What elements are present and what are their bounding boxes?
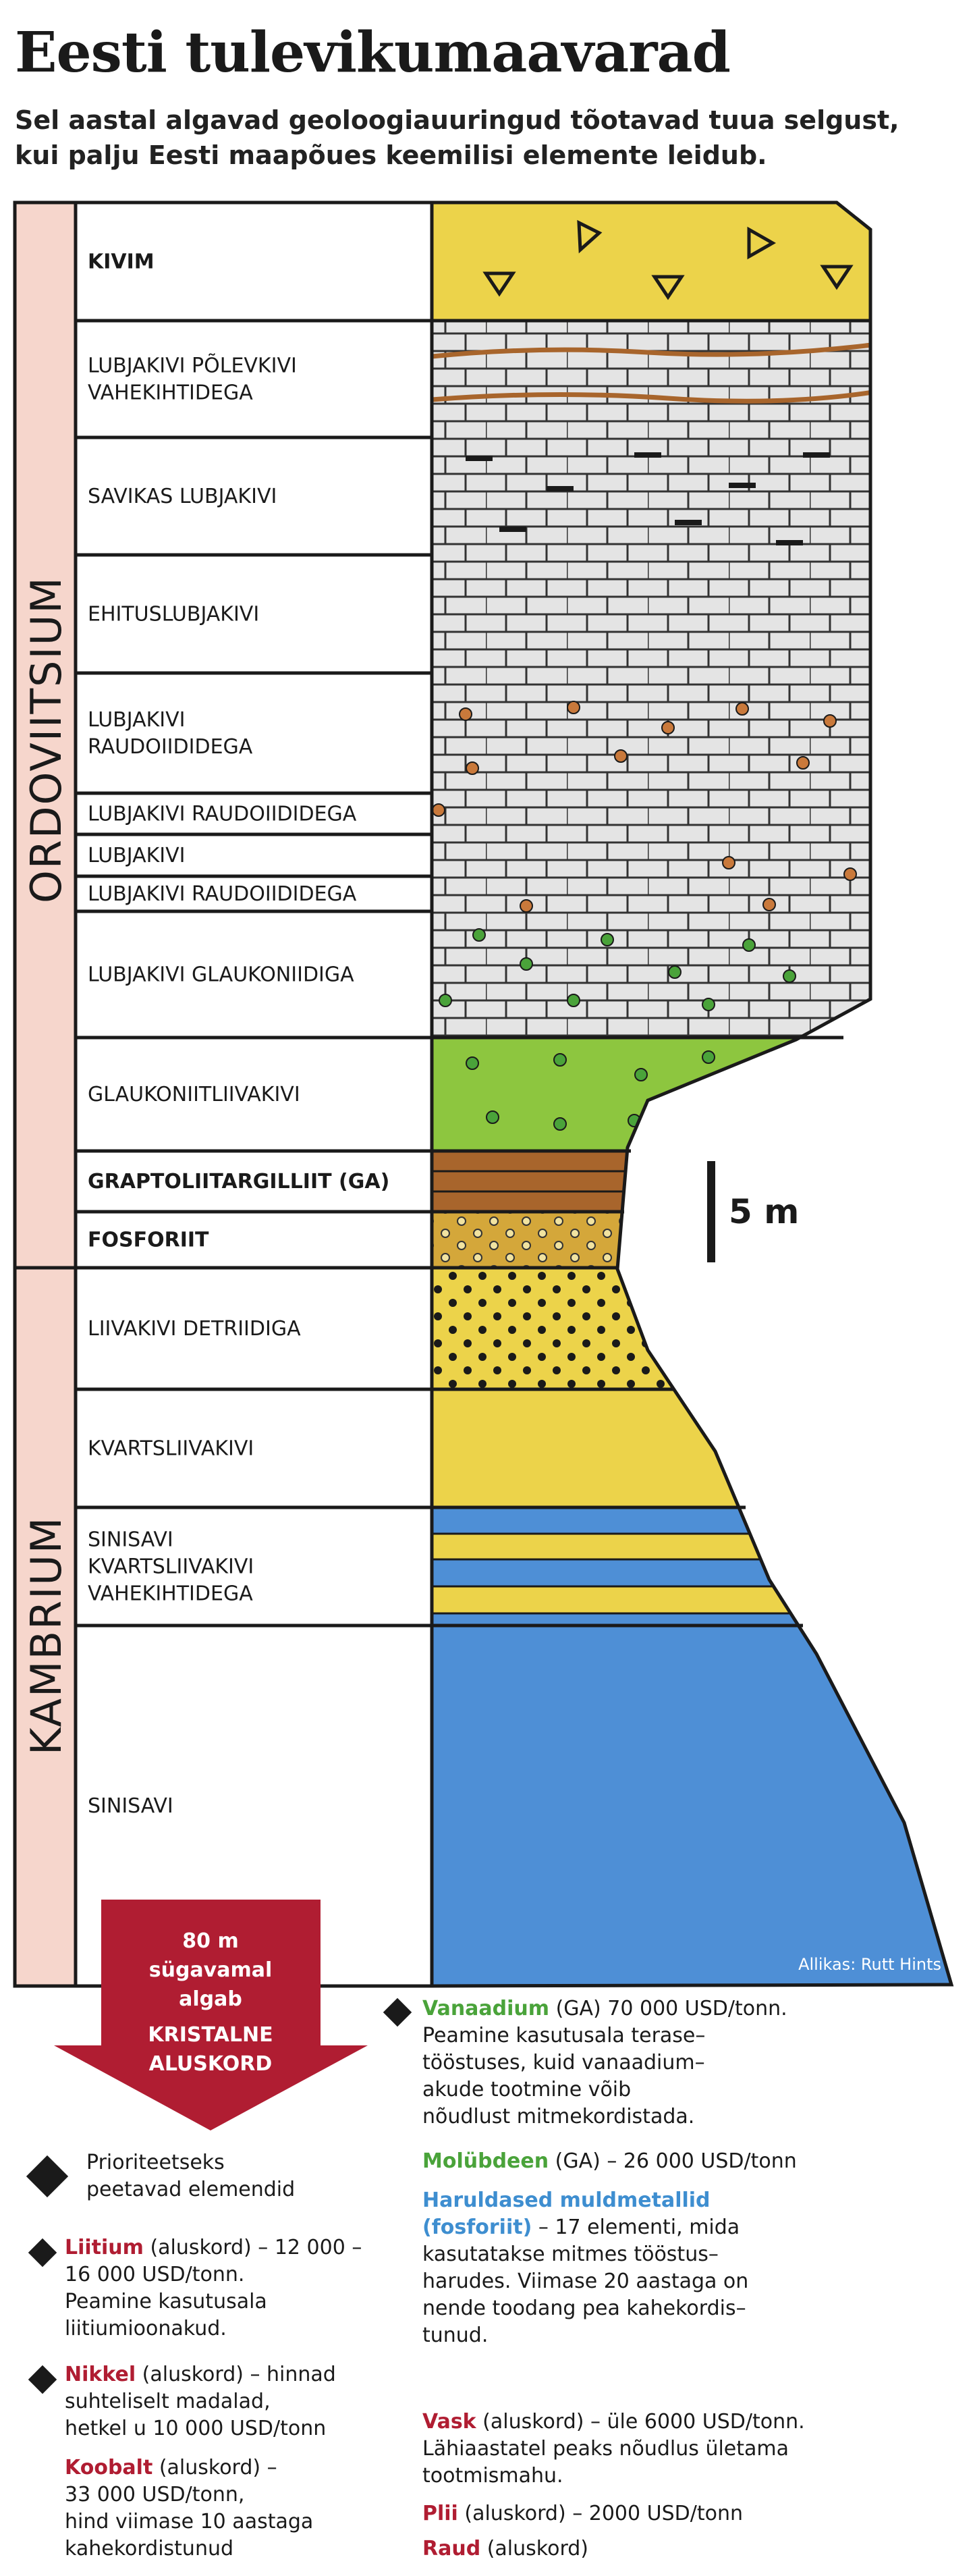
layer-fill-sinisavi bbox=[432, 1626, 951, 1986]
layer-fill-liivakivi-detriidiga bbox=[432, 1268, 951, 1389]
era-column-cambrian bbox=[13, 1266, 78, 1988]
era-label-cambrian: KAMBRIUM bbox=[22, 1516, 71, 1755]
layer-label: SINISAVI bbox=[88, 1528, 173, 1552]
arrow-line-1: 80 m bbox=[182, 1929, 238, 1953]
layer-label: GRAPTOLIITARGILLIIT (GA) bbox=[88, 1170, 389, 1193]
layer-label: LUBJAKIVI bbox=[88, 708, 186, 732]
layer-fill-kvartsliivakivi bbox=[432, 1389, 951, 1507]
strata-fills bbox=[432, 203, 951, 1986]
page-title: Eesti tulevikumaavarad bbox=[15, 20, 731, 85]
layer-label: LUBJAKIVI RAUDOIIDIDEGA bbox=[88, 882, 357, 906]
note-nikkel: Nikkel (aluskord) – hinnad suhteliselt m… bbox=[65, 2363, 336, 2440]
arrow-line-3: algab bbox=[179, 1987, 242, 2011]
note-raud: Raud (aluskord) bbox=[422, 2537, 589, 2560]
note-liitium: Liitium (aluskord) – 12 000 – 16 000 USD… bbox=[65, 2236, 362, 2340]
note-molybdeen: Molübdeen (GA) – 26 000 USD/tonn bbox=[422, 2149, 797, 2173]
layer-label: LUBJAKIVI PÕLEVKIVI bbox=[88, 353, 297, 378]
layer-fill-limestone bbox=[432, 321, 951, 1038]
layer-label: LUBJAKIVI RAUDOIIDIDEGA bbox=[88, 803, 357, 826]
layer-fill-graptoliitargilliit bbox=[432, 1151, 951, 1212]
layer-label: KIVIM bbox=[88, 250, 155, 274]
layer-fill-kivim bbox=[432, 203, 951, 321]
note-muldmetallid: Haruldased muldmetallid (fosforiit) – 17… bbox=[422, 2189, 749, 2347]
layer-label: LUBJAKIVI GLAUKONIIDIGA bbox=[88, 963, 354, 987]
column-outline bbox=[430, 200, 954, 1988]
layer-label: EHITUSLUBJAKIVI bbox=[88, 603, 259, 626]
note-vanaadium: Vanaadium (GA) 70 000 USD/tonn. Peamine … bbox=[422, 1997, 787, 2128]
layer-labels: KIVIM LUBJAKIVI PÕLEVKIVI VAHEKIHTIDEGA SAV… bbox=[88, 250, 389, 1819]
scale-label: 5 m bbox=[729, 1192, 799, 1231]
kristalne-aluskord-arrow: 80 m sügavamal algab KRISTALNE ALUSKORD bbox=[54, 1900, 368, 2130]
page-subtitle: Sel aastal algavad geoloogiauuringud tõo… bbox=[15, 105, 899, 170]
layer-label: GLAUKONIITLIIVAKIVI bbox=[88, 1083, 300, 1106]
note-koobalt: Koobalt (aluskord) – 33 000 USD/tonn, hi… bbox=[65, 2456, 314, 2560]
label-column bbox=[74, 200, 434, 1988]
layer-label: RAUDOIIDIDEGA bbox=[88, 735, 253, 759]
note-vask: Vask (aluskord) – üle 6000 USD/tonn. Läh… bbox=[422, 2410, 805, 2488]
layer-label: FOSFORIIT bbox=[88, 1229, 209, 1252]
arrow-line-2: sügavamal bbox=[149, 1958, 273, 1982]
layer-label: VAHEKIHTIDEGA bbox=[88, 1582, 253, 1606]
arrow-line-4: KRISTALNE bbox=[148, 2023, 273, 2047]
layer-fill-glaukoniitliivakivi bbox=[432, 1038, 951, 1151]
note-plii: Plii (aluskord) – 2000 USD/tonn bbox=[422, 2502, 743, 2525]
layer-label: VAHEKIHTIDEGA bbox=[88, 381, 253, 405]
source-label: Allikas: Rutt Hints bbox=[798, 1955, 941, 1974]
layer-label: SAVIKAS LUBJAKIVI bbox=[88, 485, 277, 508]
layer-label: SINISAVI bbox=[88, 1794, 173, 1818]
layer-separators bbox=[76, 319, 432, 1628]
layer-label: KVARTSLIIVAKIVI bbox=[88, 1437, 254, 1461]
arrow-line-5: ALUSKORD bbox=[149, 2052, 273, 2076]
layer-label: KVARTSLIIVAKIVI bbox=[88, 1555, 254, 1579]
layer-fill-fosforiit bbox=[432, 1212, 951, 1268]
layer-label: LIIVAKIVI DETRIIDIGA bbox=[88, 1317, 301, 1341]
scale-bar: 5 m bbox=[707, 1161, 799, 1262]
era-label-ordovician: ORDOVIITSIUM bbox=[22, 576, 71, 903]
layer-label: LUBJAKIVI bbox=[88, 844, 186, 867]
legend-text: Prioriteetseks peetavad elemendid bbox=[86, 2151, 296, 2201]
